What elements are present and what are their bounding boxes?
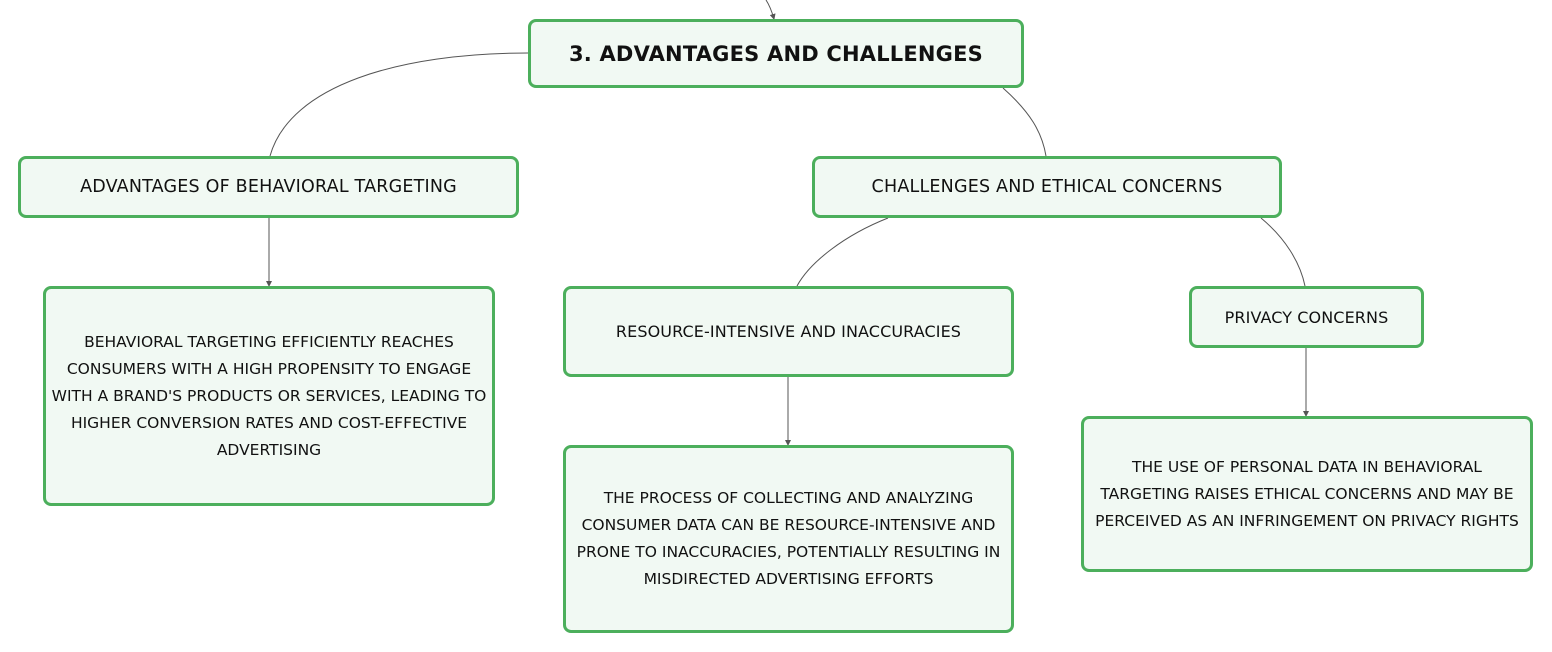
privacy-concerns-detail-text: THE USE OF PERSONAL DATA IN BEHAVIORAL T… [1095, 457, 1519, 530]
privacy-concerns-node-label: PRIVACY CONCERNS [1224, 307, 1389, 327]
connector-parent-to-root [765, 0, 776, 20]
root-node[interactable]: 3. ADVANTAGES AND CHALLENGES [528, 19, 1024, 88]
root-node-label: 3. ADVANTAGES AND CHALLENGES [568, 41, 983, 66]
resource-intensive-node-label: RESOURCE-INTENSIVE AND INACCURACIES [615, 322, 962, 341]
resource-intensive-node[interactable]: RESOURCE-INTENSIVE AND INACCURACIES [563, 286, 1014, 377]
challenges-node-label: CHALLENGES AND ETHICAL CONCERNS [871, 177, 1223, 197]
advantages-node-label: ADVANTAGES OF BEHAVIORAL TARGETING [80, 177, 457, 197]
connector-challenges-to-privacy [1260, 217, 1306, 287]
advantages-detail-text: BEHAVIORAL TARGETING EFFICIENTLY REACHES… [51, 332, 487, 459]
challenges-node[interactable]: CHALLENGES AND ETHICAL CONCERNS [812, 156, 1282, 218]
privacy-concerns-node[interactable]: PRIVACY CONCERNS [1189, 286, 1424, 348]
advantages-detail-node[interactable]: BEHAVIORAL TARGETING EFFICIENTLY REACHES… [43, 286, 495, 506]
connector-root-to-challenges [1002, 87, 1047, 157]
advantages-node[interactable]: ADVANTAGES OF BEHAVIORAL TARGETING [18, 156, 519, 218]
resource-intensive-detail-node[interactable]: THE PROCESS OF COLLECTING AND ANALYZING … [563, 445, 1014, 633]
privacy-concerns-detail-node[interactable]: THE USE OF PERSONAL DATA IN BEHAVIORAL T… [1081, 416, 1533, 572]
connector-challenges-to-resource [796, 217, 889, 287]
resource-intensive-detail-text: THE PROCESS OF COLLECTING AND ANALYZING … [576, 489, 1001, 588]
connector-root-to-advantages [269, 52, 529, 157]
